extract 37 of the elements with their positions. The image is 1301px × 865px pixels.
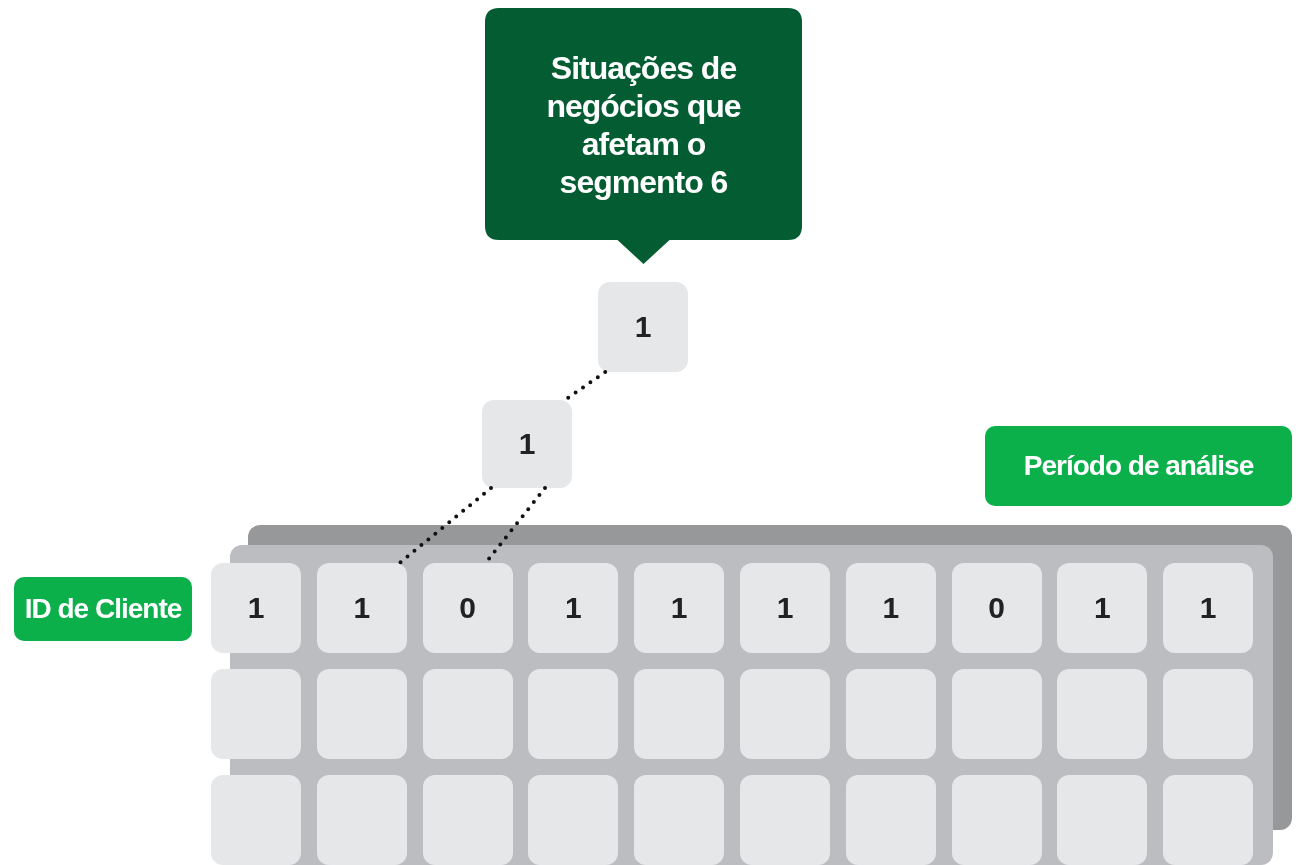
empty-cell xyxy=(316,669,407,759)
grid-cell: 1 xyxy=(845,563,936,653)
dotted-line xyxy=(397,486,493,565)
empty-cell xyxy=(422,669,513,759)
grid-cell: 1 xyxy=(528,563,619,653)
empty-cell xyxy=(845,775,936,865)
empty-cell xyxy=(422,775,513,865)
empty-cell xyxy=(211,775,301,865)
grid-cell: 1 xyxy=(740,563,830,653)
grid-cell: 1 xyxy=(634,563,725,653)
empty-cell xyxy=(528,775,619,865)
empty-cell xyxy=(634,775,725,865)
empty-cell xyxy=(845,669,936,759)
empty-cell xyxy=(740,669,830,759)
grid-cell: 1 xyxy=(1057,563,1148,653)
data-tile: 1 xyxy=(482,400,572,488)
data-tile: 1 xyxy=(598,282,688,372)
empty-cell xyxy=(951,669,1042,759)
empty-cell xyxy=(951,775,1042,865)
tag-label: ID de Cliente xyxy=(14,577,192,641)
empty-cell xyxy=(634,669,725,759)
bubble-text: Situações de negócios que afetam o segmento 6 xyxy=(545,49,742,201)
empty-cell xyxy=(1057,775,1148,865)
tag-label: Período de análise xyxy=(985,426,1292,506)
grid-cell: 0 xyxy=(422,563,513,653)
empty-cell xyxy=(316,775,407,865)
empty-cell xyxy=(1163,775,1254,865)
empty-cell xyxy=(528,669,619,759)
grid-cell: 1 xyxy=(316,563,407,653)
grid-cell: 0 xyxy=(951,563,1042,653)
empty-cell xyxy=(211,669,301,759)
empty-cell xyxy=(1163,669,1254,759)
empty-cell xyxy=(1057,669,1148,759)
empty-cell xyxy=(740,775,830,865)
grid-cell: 1 xyxy=(1163,563,1254,653)
grid-cell: 1 xyxy=(211,563,301,653)
speech-bubble xyxy=(485,8,802,264)
